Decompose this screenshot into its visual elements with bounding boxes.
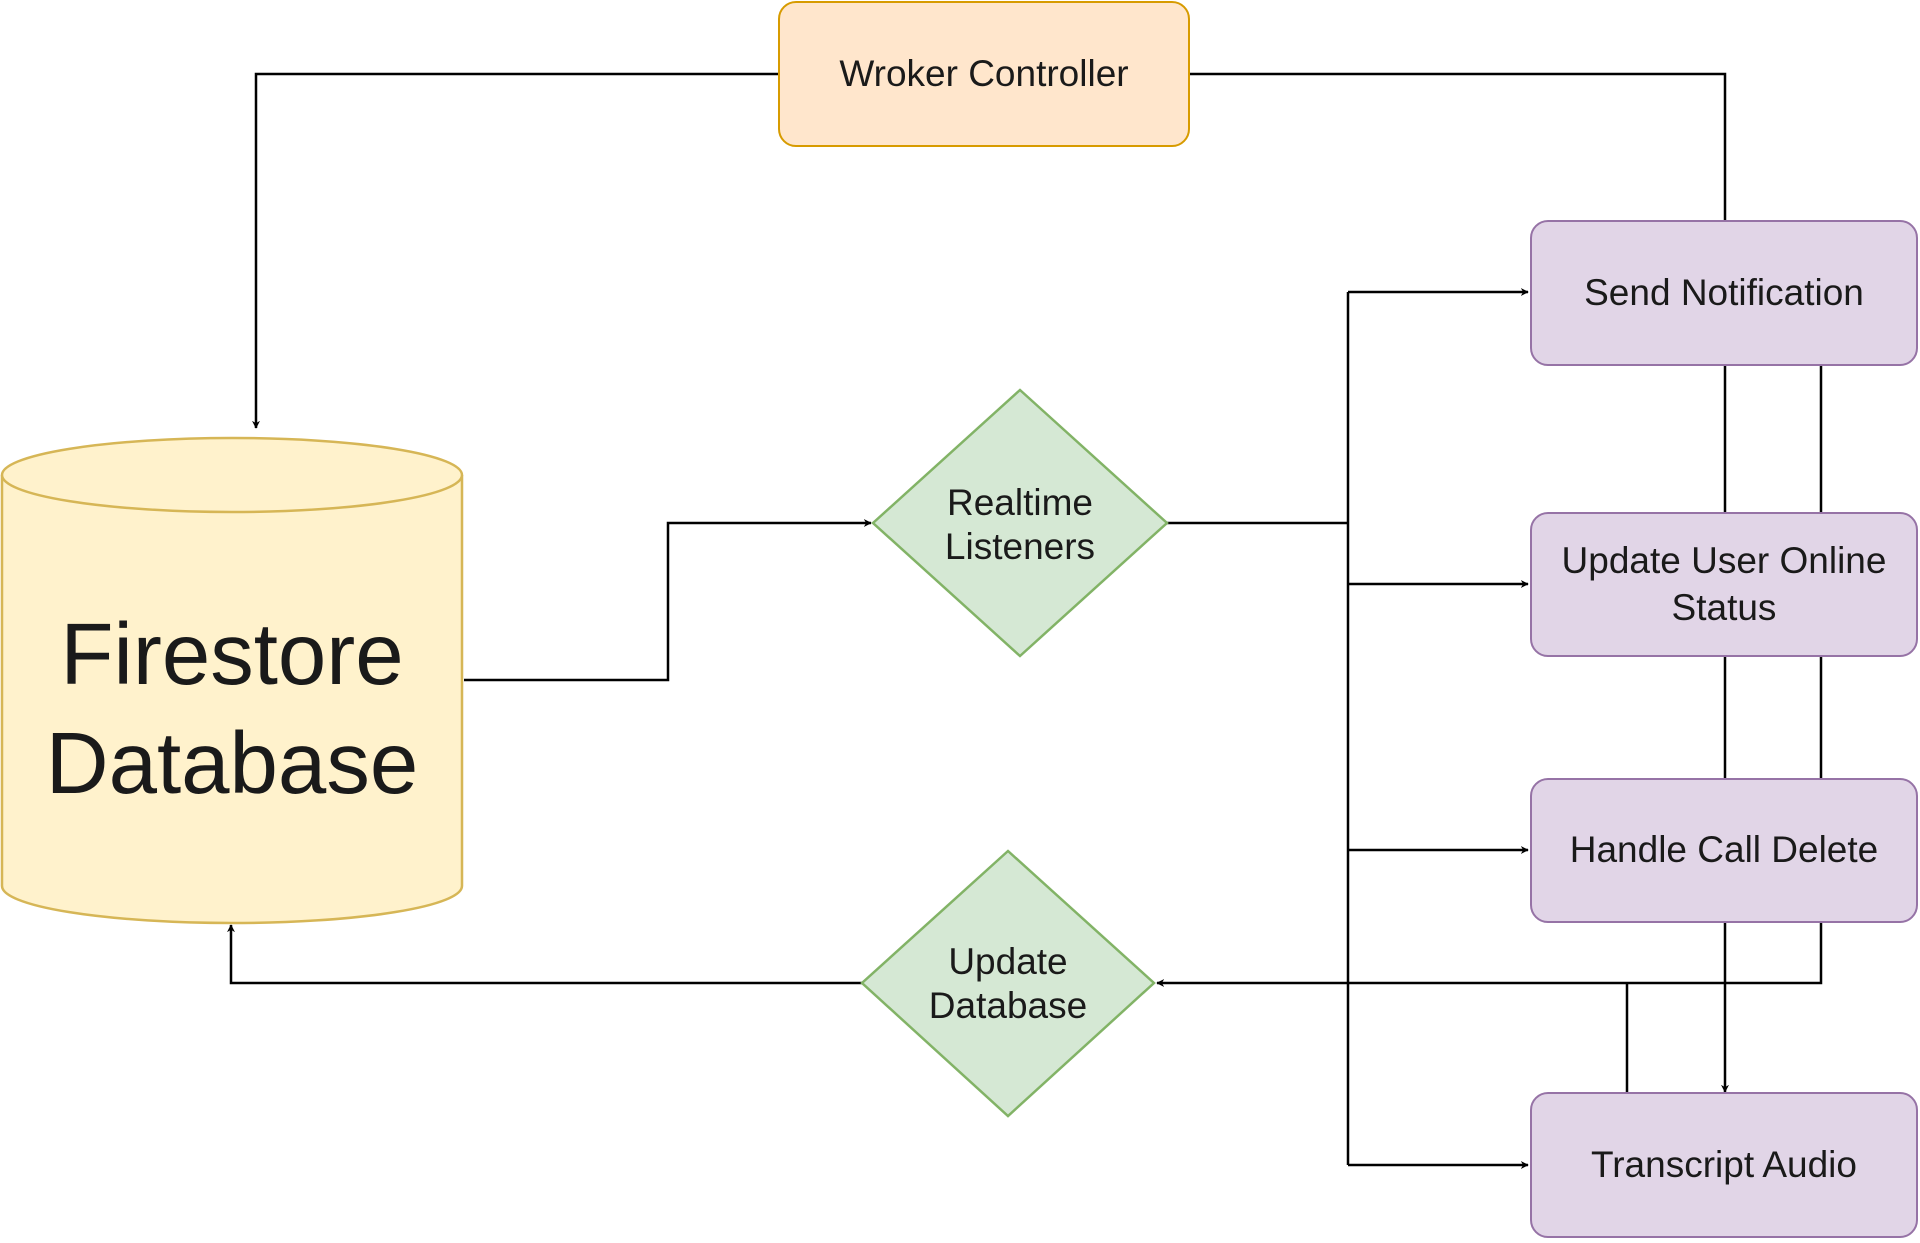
edge-controller-to-firestore (252, 72, 778, 429)
send-notification-node[interactable]: Send Notification (1530, 220, 1918, 366)
cylinder-body (0, 475, 464, 925)
transcript-audio-node[interactable]: Transcript Audio (1530, 1092, 1918, 1238)
update-database-diamond[interactable] (860, 849, 1156, 1118)
update-user-online-status-node[interactable]: Update User Online Status (1530, 512, 1918, 657)
worker-controller-node[interactable]: Wroker Controller (778, 1, 1190, 147)
realtime-listeners-diamond[interactable] (871, 388, 1169, 658)
edge-controller-to-send-notification (1190, 72, 1727, 220)
update-database-label: Update Database (928, 940, 1088, 1026)
transcript-audio-label: Transcript Audio (1591, 1143, 1857, 1185)
cylinder-top (0, 436, 464, 514)
worker-controller-label: Wroker Controller (839, 52, 1129, 94)
firestore-database-cylinder[interactable] (0, 436, 464, 925)
edge-update-db-to-firestore (227, 924, 863, 985)
firestore-label: Firestore Database (45, 606, 419, 812)
edge-firestore-to-listeners (464, 519, 872, 682)
update-user-online-status-label: Update User Online Status (1561, 540, 1887, 628)
handle-call-delete-label: Handle Call Delete (1569, 829, 1879, 871)
realtime-listeners-label: Realtime Listeners (944, 481, 1096, 567)
send-notification-label: Send Notification (1584, 271, 1864, 313)
handle-call-delete-node[interactable]: Handle Call Delete (1530, 778, 1918, 923)
